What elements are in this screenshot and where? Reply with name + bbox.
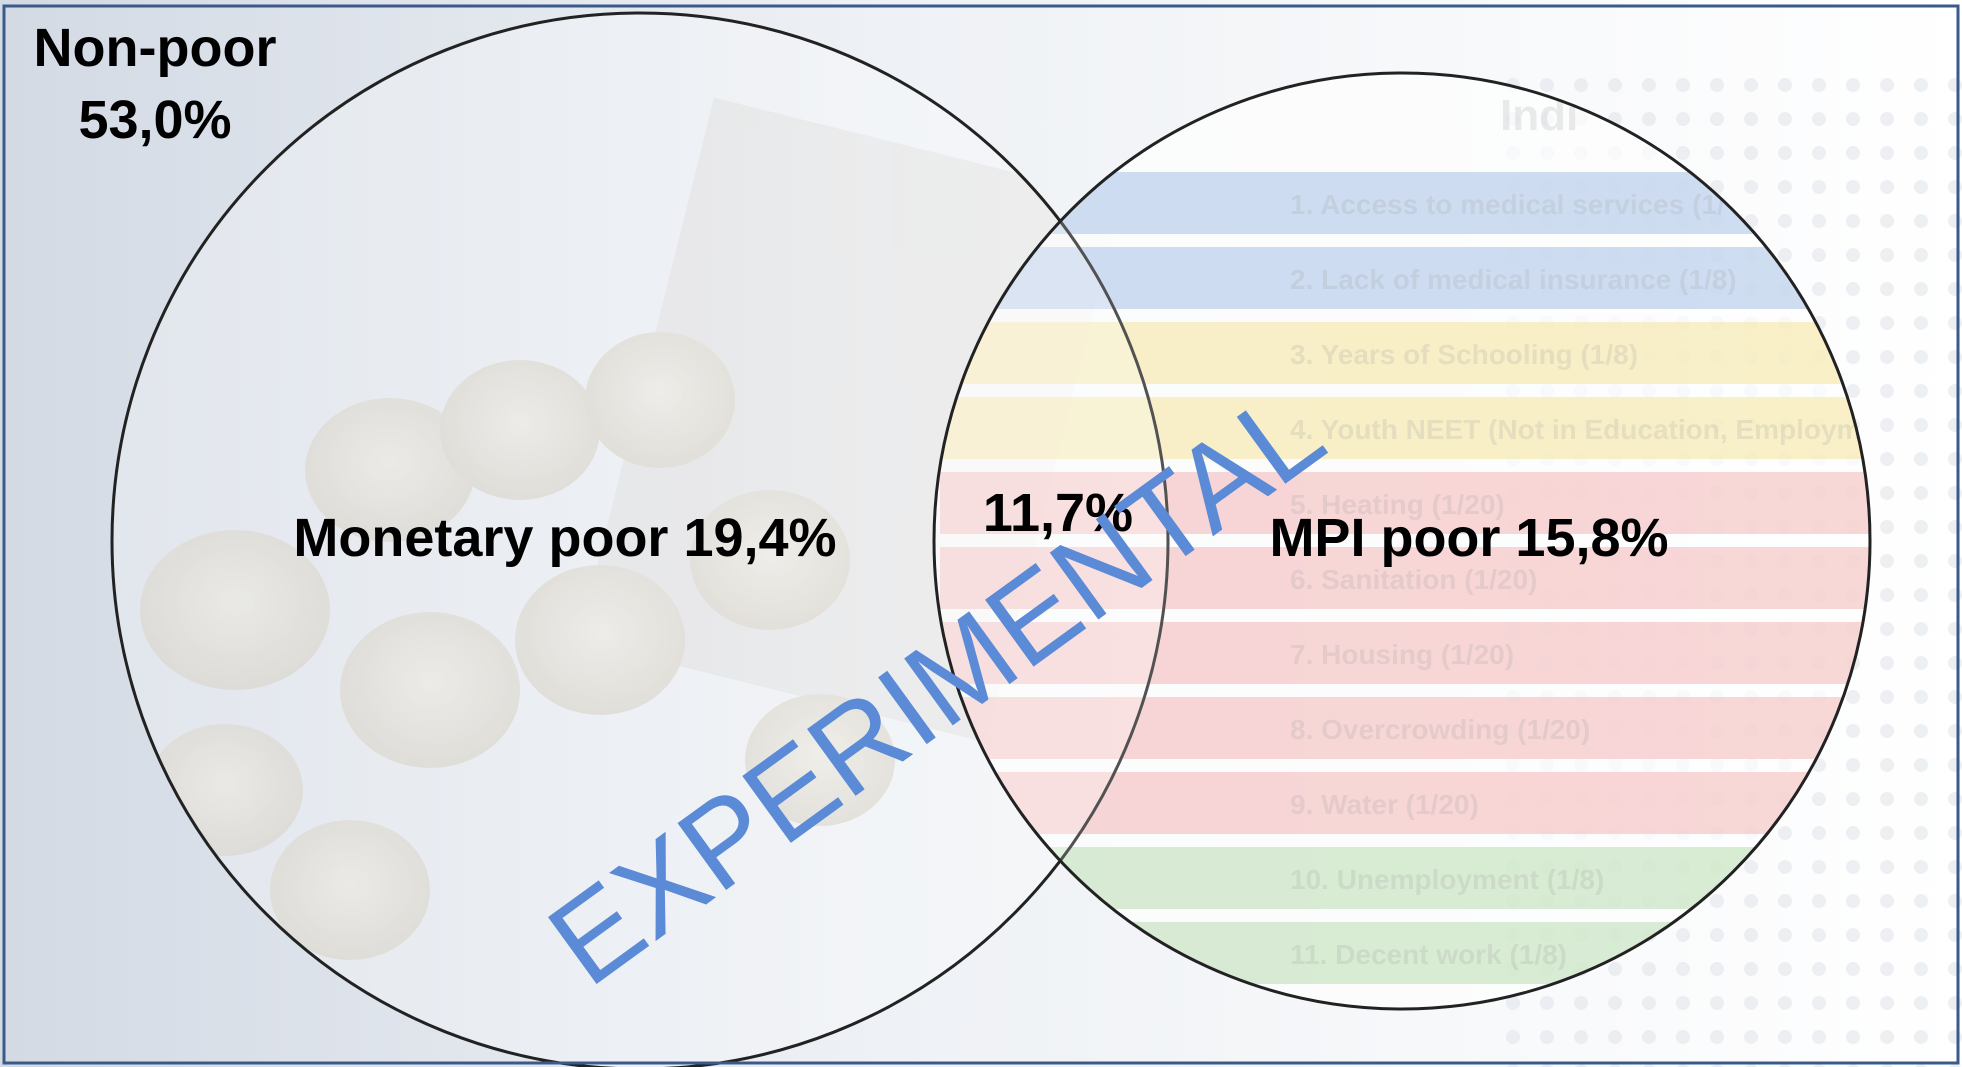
non-poor-title: Non-poor [34, 18, 277, 78]
table-row-band [940, 697, 1870, 759]
table-row-band [940, 322, 1870, 384]
table-row-band [940, 772, 1870, 834]
indicator-table-background: Indi 1. Access to medical services (1/2.… [934, 73, 1870, 1009]
table-row-text: 6. Sanitation (1/20) [1290, 564, 1537, 595]
mpi-poor-circle [932, 71, 1872, 1011]
non-poor-value: 53,0% [78, 90, 231, 150]
slide-frame [2, 4, 1960, 1065]
monetary-poor-circle [110, 11, 1170, 1067]
mpi-poor-label: MPI poor 15,8% [1269, 508, 1668, 568]
table-row-text: 9. Water (1/20) [1290, 789, 1479, 820]
table-row-band [940, 622, 1870, 684]
table-row-text: 4. Youth NEET (Not in Education, Employm [1290, 414, 1861, 445]
table-row-text: 3. Years of Schooling (1/8) [1290, 339, 1638, 370]
table-row-band [940, 397, 1870, 459]
table-row-text: 7. Housing (1/20) [1290, 639, 1514, 670]
table-row-text: 10. Unemployment (1/8) [1290, 864, 1604, 895]
table-row-band [940, 247, 1870, 309]
table-row-text: 8. Overcrowding (1/20) [1290, 714, 1590, 745]
table-row-text: 11. Decent work (1/8) [1290, 939, 1567, 970]
table-row-band [940, 547, 1870, 609]
monetary-poor-label: Monetary poor 19,4% [293, 508, 836, 568]
table-row-text: 1. Access to medical services (1/ [1290, 189, 1725, 220]
table-row-band [940, 472, 1870, 534]
coins-photo [140, 97, 1122, 960]
table-row-text: 2. Lack of medical insurance (1/8) [1290, 264, 1737, 295]
table-row-text: 5. Heating (1/20) [1290, 489, 1505, 520]
overlap-label: 11,7% [983, 483, 1133, 543]
